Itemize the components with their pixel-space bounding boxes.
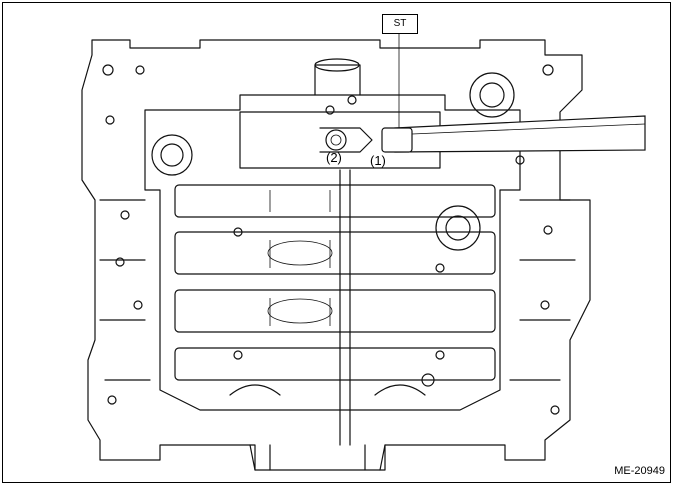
boss-right-mid-inner — [445, 215, 471, 241]
left-ribs — [99, 199, 151, 381]
counterweight-1 — [267, 240, 333, 266]
tool-shaft-highlight — [411, 123, 646, 135]
bolt-2 — [319, 127, 373, 153]
counterweight-lines — [269, 190, 331, 326]
top-stub — [314, 64, 361, 96]
boss-left-upper-inner — [160, 143, 184, 167]
top-stub-cap — [314, 58, 360, 72]
inner-cavity — [144, 94, 521, 411]
right-ribs — [509, 199, 576, 381]
figure-frame — [2, 2, 671, 483]
crank-journal-1 — [174, 184, 496, 218]
block-outline — [81, 39, 591, 471]
crank-journal-2 — [174, 231, 496, 275]
tool-shaft — [394, 115, 646, 153]
callout-2: (2) — [326, 150, 342, 165]
boss-right-upper — [469, 72, 515, 118]
special-tool — [381, 115, 646, 153]
boss-right-mid — [435, 205, 481, 251]
crank-journal-3 — [174, 289, 496, 333]
figure-id: ME-20949 — [614, 465, 665, 477]
counterweight-2 — [267, 298, 333, 324]
tool-label-st: ST — [382, 14, 418, 34]
tool-head — [381, 127, 413, 153]
bottom-arches — [229, 384, 426, 396]
bolt-holes — [102, 64, 560, 415]
callout-1: (1) — [370, 153, 386, 168]
boss-left-upper — [151, 134, 193, 176]
bottom-rails — [249, 444, 386, 471]
boss-right-upper-inner — [479, 82, 505, 108]
crank-journal-4 — [174, 347, 496, 381]
